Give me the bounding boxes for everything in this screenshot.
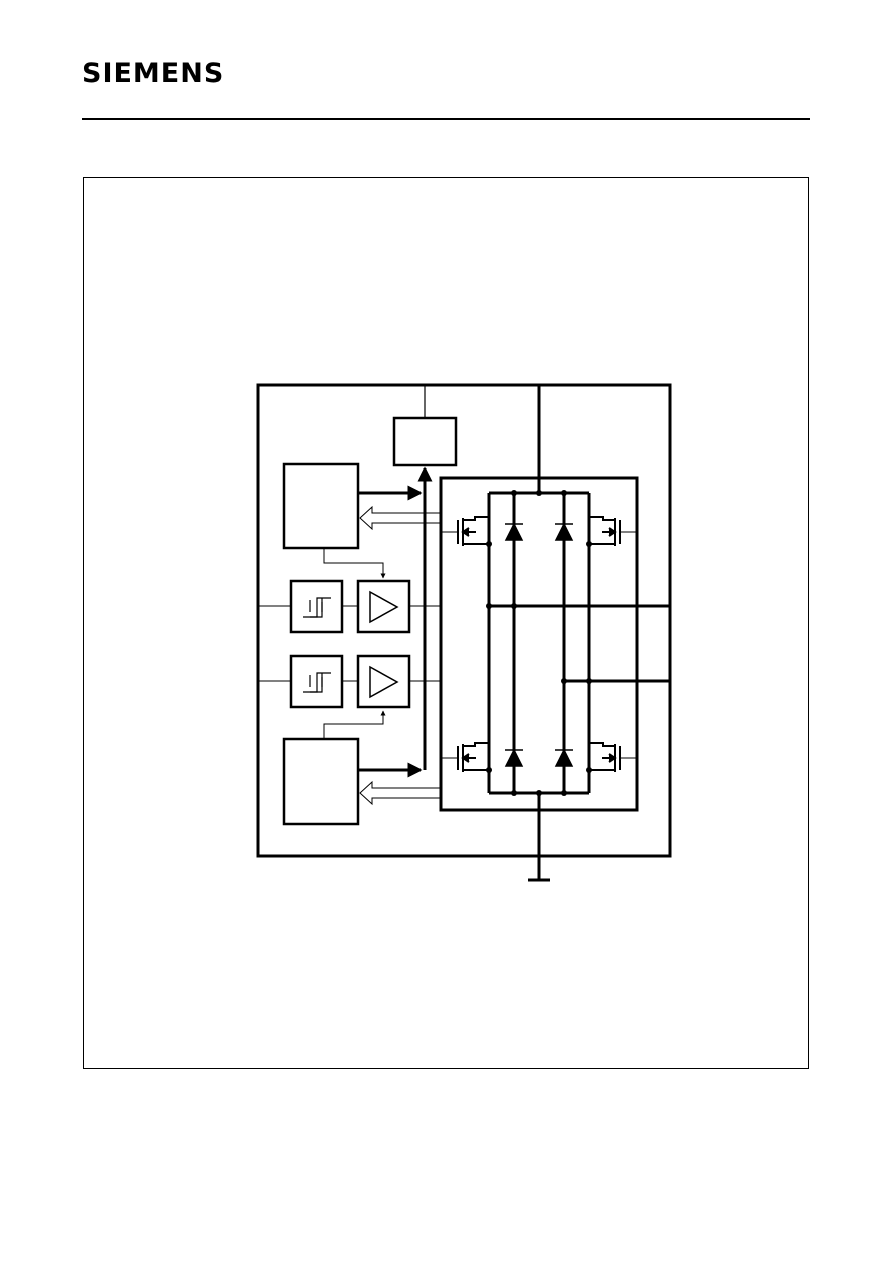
logic-block-top (282, 462, 360, 550)
amplifier-icon-2 (369, 665, 399, 699)
logic-block-bottom (282, 737, 360, 826)
header-rule (82, 118, 810, 120)
control-wire-bottom (323, 710, 386, 739)
mosfet-low-left (457, 742, 489, 772)
control-wire-top (323, 548, 386, 579)
supply-block (392, 416, 458, 467)
amplifier-icon-1 (369, 590, 399, 624)
h-bridge-box (439, 476, 639, 812)
driver-block-2 (356, 654, 411, 709)
feedback-arrow-top (359, 505, 441, 531)
figure-frame (83, 177, 809, 1069)
mosfet-high-right (589, 516, 621, 546)
feedback-arrow-bottom (359, 780, 441, 806)
mosfet-low-right (589, 742, 621, 772)
hysteresis-icon-2 (303, 672, 331, 693)
diode-icon (554, 748, 574, 767)
diode-icon (504, 748, 524, 767)
diode-icon (504, 522, 524, 541)
junction-dots (486, 490, 592, 796)
siemens-logo: SIEMENS (82, 58, 225, 89)
diode-icon (554, 522, 574, 541)
ic-outline (256, 383, 672, 858)
hysteresis-icon-1 (303, 597, 331, 618)
driver-block-1 (356, 579, 411, 634)
mosfet-high-left (457, 516, 489, 546)
